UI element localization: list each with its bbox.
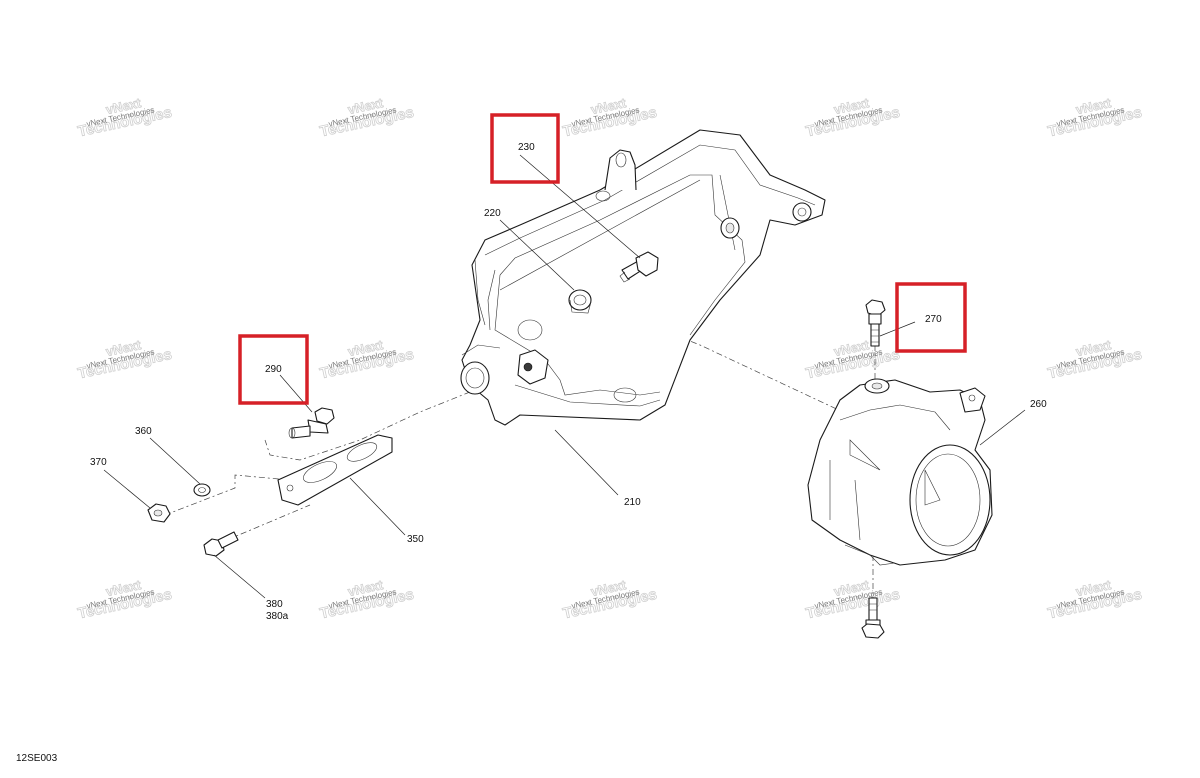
diagram-code: 12SE003 — [16, 753, 58, 764]
bolt-270 — [865, 299, 886, 347]
highlight-boxes — [238, 113, 967, 405]
highlight-box-270 — [895, 282, 967, 353]
callout-380a: 380a — [266, 611, 289, 622]
bolt-290 — [288, 407, 335, 439]
highlight-box-230 — [490, 113, 560, 184]
callout-270: 270 — [925, 314, 942, 325]
bolt-380 — [203, 531, 239, 557]
callout-210: 210 — [624, 497, 641, 508]
callout-360: 360 — [135, 426, 152, 437]
callout-220: 220 — [484, 208, 501, 219]
callout-380: 380 — [266, 599, 283, 610]
washer-360 — [193, 483, 211, 497]
bracket-210 — [460, 129, 826, 426]
callout-230: 230 — [518, 142, 535, 153]
bolt-lower-housing — [861, 597, 885, 639]
bolt-230 — [619, 251, 659, 283]
leader-lines — [103, 154, 1026, 599]
callout-370: 370 — [90, 457, 107, 468]
nut-370 — [147, 503, 171, 523]
callout-350: 350 — [407, 534, 424, 545]
strap-350 — [277, 434, 393, 506]
housing-260 — [807, 378, 993, 566]
callout-260: 260 — [1030, 399, 1047, 410]
callout-labels: 230 220 210 260 270 290 350 360 370 380 … — [90, 142, 1047, 622]
callout-290: 290 — [265, 364, 282, 375]
highlight-box-290 — [238, 334, 309, 405]
bushing-220 — [568, 289, 592, 314]
